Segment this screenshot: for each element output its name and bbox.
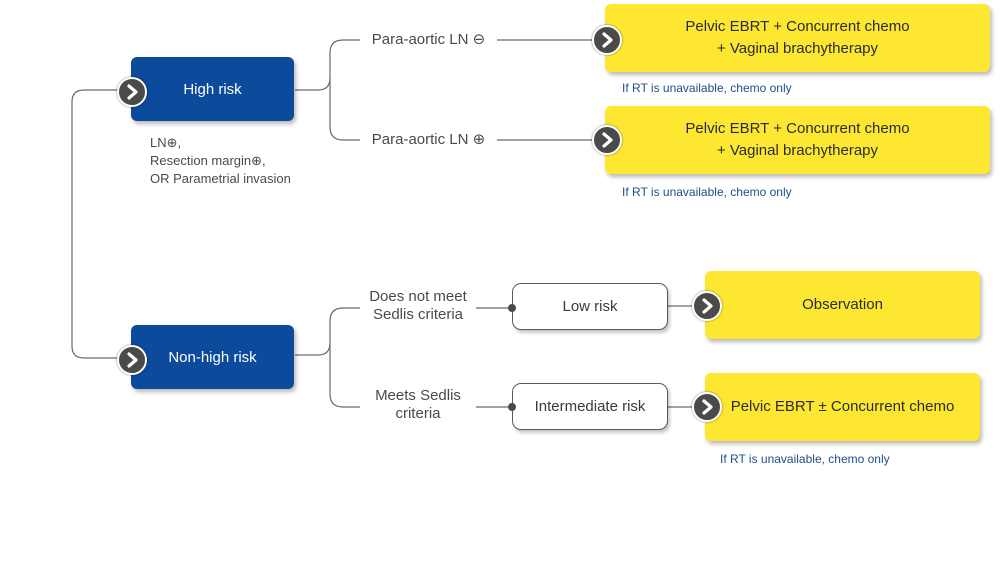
rt-unavailable-note: If RT is unavailable, chemo only (720, 452, 890, 466)
chevron-right-icon (592, 125, 622, 155)
branch-label-para-aortic-positive: Para-aortic LN ⊕ (360, 131, 497, 149)
treatment-line: Pelvic EBRT + Concurrent chemo (685, 120, 910, 137)
rt-unavailable-note: If RT is unavailable, chemo only (622, 185, 792, 199)
treatment-box: Observation (705, 271, 980, 339)
branch-label-meets-sedlis: Meets Sedlis criteria (360, 387, 476, 423)
intermediate-risk-node: Intermediate risk (512, 383, 668, 430)
branch-label-line: Meets Sedlis (375, 387, 461, 404)
treatment-box: Pelvic EBRT + Concurrent chemo + Vaginal… (605, 4, 990, 72)
treatment-box: Pelvic EBRT ± Concurrent chemo (705, 373, 980, 441)
criteria-item: LN⊕, (150, 135, 182, 150)
branch-label-line: criteria (395, 405, 441, 422)
connector-dot (508, 403, 516, 411)
non-high-risk-node: Non-high risk (131, 325, 294, 389)
chevron-right-icon (117, 77, 147, 107)
treatment-line: Pelvic EBRT + Concurrent chemo (685, 18, 910, 35)
treatment-line: Pelvic EBRT ± Concurrent chemo (730, 398, 955, 415)
rt-unavailable-note: If RT is unavailable, chemo only (622, 81, 792, 95)
treatment-line: + Vaginal brachytherapy (716, 142, 879, 159)
connector-dot (508, 304, 516, 312)
branch-label-line: Does not meet (369, 288, 467, 305)
chevron-right-icon (692, 291, 722, 321)
high-risk-label: High risk (183, 80, 242, 98)
treatment-box: Pelvic EBRT + Concurrent chemo + Vaginal… (605, 106, 990, 174)
chevron-right-icon (117, 345, 147, 375)
branch-label-not-meet-sedlis: Does not meet Sedlis criteria (360, 288, 476, 324)
non-high-risk-label: Non-high risk (168, 348, 257, 366)
chevron-right-icon (592, 25, 622, 55)
criteria-item: OR Parametrial invasion (150, 171, 291, 186)
branch-label-para-aortic-negative: Para-aortic LN ⊖ (360, 31, 497, 49)
treatment-line: + Vaginal brachytherapy (716, 40, 879, 57)
high-risk-node: High risk (131, 57, 294, 121)
intermediate-risk-label: Intermediate risk (534, 398, 646, 415)
high-risk-criteria: LN⊕, Resection margin⊕, OR Parametrial i… (150, 134, 291, 188)
low-risk-label: Low risk (562, 298, 618, 315)
treatment-line: Observation (802, 296, 883, 313)
criteria-item: Resection margin⊕, (150, 153, 266, 168)
branch-label-line: Sedlis criteria (372, 306, 464, 323)
low-risk-node: Low risk (512, 283, 668, 330)
chevron-right-icon (692, 392, 722, 422)
